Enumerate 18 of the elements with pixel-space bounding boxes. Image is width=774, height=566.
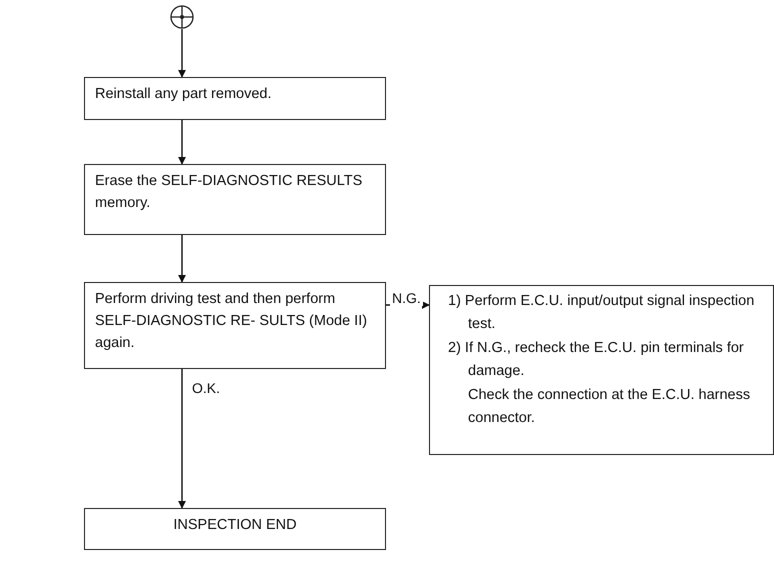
process-box [84, 282, 386, 369]
connector-symbol [170, 5, 194, 29]
arrow [178, 235, 186, 283]
box-text: Check the connection at the E.C.U. harness connector. [467, 386, 752, 428]
box-text: INSPECTION END [172, 516, 298, 535]
process-box [84, 77, 386, 120]
box-text: Perform driving test and then perform SELF-DIAGNOSTIC RE- SULTS (Mode II) again. [95, 290, 368, 352]
box-text: 1) Perform E.C.U. input/output signal inspection test. [448, 292, 756, 334]
arrow [178, 29, 186, 78]
box-text: Erase the SELF-DIAGNOSTIC RESULTS memory. [95, 172, 364, 213]
process-box [429, 285, 774, 455]
arrow [178, 369, 186, 509]
arrow [178, 120, 186, 165]
process-box [84, 164, 386, 235]
process-box [84, 508, 386, 550]
box-text: 2) If N.G., recheck the E.C.U. pin terminals for damage. [448, 338, 745, 382]
edge-label: N.G. [390, 290, 423, 306]
box-text: Reinstall any part removed. [95, 85, 272, 104]
